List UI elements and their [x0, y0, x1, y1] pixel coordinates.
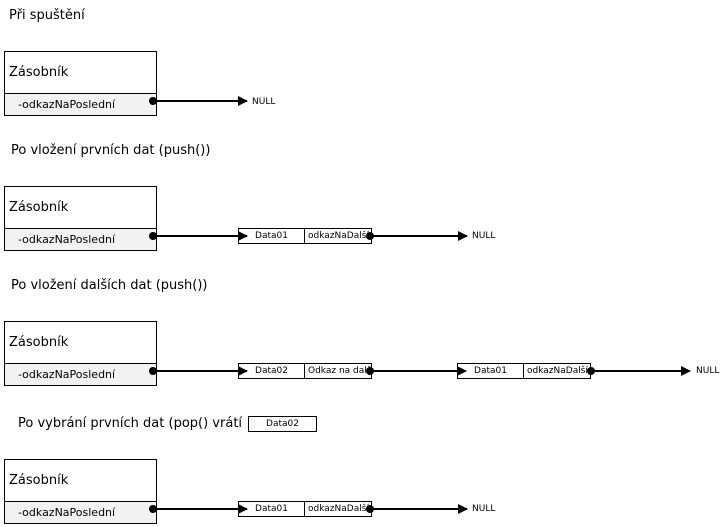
- node-data: Data01: [239, 229, 305, 243]
- connector: [149, 96, 248, 106]
- stack-class-box: Zásobník -odkazNaPoslední: [4, 186, 157, 251]
- stack-class-box: Zásobník -odkazNaPoslední: [4, 51, 157, 116]
- stack-class-name: Zásobník: [9, 473, 69, 488]
- connector: [366, 231, 468, 241]
- list-node: Data02 Odkaz na další: [238, 363, 372, 379]
- node-data: Data01: [458, 364, 524, 378]
- stack-class-name: Zásobník: [9, 200, 69, 215]
- list-node: Data01 odkazNaDalší: [238, 228, 372, 244]
- stack-class-name: Zásobník: [9, 335, 69, 350]
- null-label: NULL: [252, 97, 276, 107]
- node-data: Data02: [239, 364, 305, 378]
- connector: [366, 366, 467, 376]
- node-link: odkazNaDalší: [308, 231, 369, 241]
- null-label: NULL: [472, 231, 496, 241]
- connector: [366, 504, 468, 514]
- list-node: Data01 odkazNaDalší: [457, 363, 591, 379]
- section-heading-start: Při spuštění: [9, 8, 85, 23]
- section-heading-first-push: Po vložení prvních dat (push()): [11, 143, 211, 158]
- stack-field: -odkazNaPoslední: [5, 363, 156, 385]
- section-heading-second-push: Po vložení dalších dat (push()): [11, 278, 208, 293]
- stack-field: -odkazNaPoslední: [5, 501, 156, 523]
- connector: [149, 231, 248, 241]
- stack-class-box: Zásobník -odkazNaPoslední: [4, 459, 157, 524]
- connector: [149, 504, 248, 514]
- node-link: odkazNaDalší: [308, 504, 369, 514]
- connector: [587, 366, 691, 376]
- stack-class-name: Zásobník: [9, 65, 69, 80]
- pop-result-box: Data02: [248, 416, 317, 432]
- node-link: Odkaz na další: [308, 366, 371, 376]
- null-label: NULL: [472, 504, 496, 514]
- section-heading-pop: Po vybrání prvních dat (pop() vrátí: [18, 416, 243, 431]
- stack-field: -odkazNaPoslední: [5, 228, 156, 250]
- node-data: Data01: [239, 502, 305, 516]
- list-node: Data01 odkazNaDalší: [238, 501, 372, 517]
- null-label: NULL: [696, 366, 720, 376]
- node-link: odkazNaDalší: [527, 366, 588, 376]
- connector: [149, 366, 248, 376]
- stack-class-box: Zásobník -odkazNaPoslední: [4, 321, 157, 386]
- stack-field: -odkazNaPoslední: [5, 93, 156, 115]
